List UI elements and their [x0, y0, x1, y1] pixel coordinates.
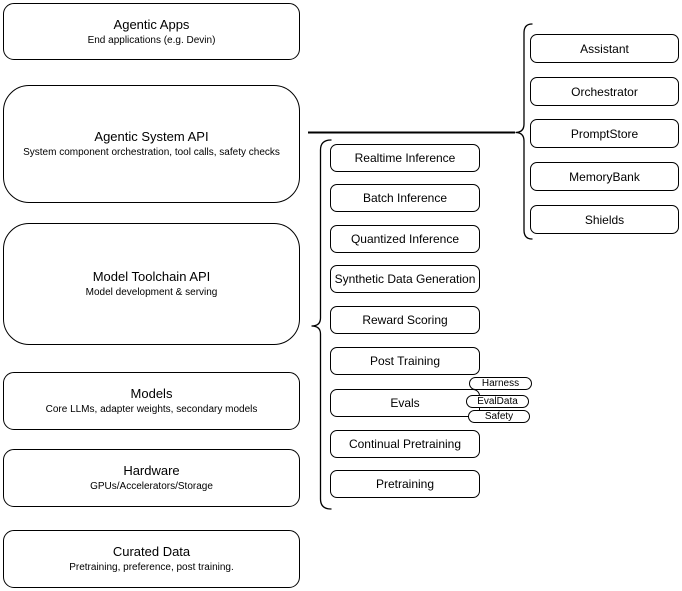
node-synthetic-data-generation: Synthetic Data Generation — [330, 265, 480, 293]
node-title: Agentic System API — [94, 129, 209, 144]
node-title: Agentic Apps — [113, 16, 190, 32]
node-title: Models — [130, 386, 173, 401]
node-label: Shields — [584, 212, 625, 227]
node-label: Reward Scoring — [362, 313, 448, 327]
node-shields: Shields — [530, 205, 679, 234]
tag-evaldata: EvalData — [466, 395, 529, 408]
tag-label: Harness — [481, 378, 520, 389]
node-model-toolchain-api: Model Toolchain API Model development & … — [3, 223, 300, 345]
node-title: Curated Data — [112, 544, 191, 559]
tag-label: EvalData — [477, 396, 518, 407]
node-label: Realtime Inference — [354, 151, 456, 165]
node-subtitle: GPUs/Accelerators/Storage — [90, 481, 213, 492]
node-continual-pretraining: Continual Pretraining — [330, 430, 480, 458]
node-agentic-apps: Agentic Apps End applications (e.g. Devi… — [3, 3, 300, 60]
node-memorybank: MemoryBank — [530, 162, 679, 191]
node-models: Models Core LLMs, adapter weights, secon… — [3, 372, 300, 430]
node-label: Pretraining — [375, 477, 435, 491]
node-label: Post Training — [369, 354, 441, 368]
node-label: MemoryBank — [569, 169, 640, 184]
node-label: PromptStore — [570, 126, 639, 141]
node-label: Synthetic Data Generation — [334, 272, 476, 286]
node-title: Model Toolchain API — [92, 269, 211, 284]
node-promptstore: PromptStore — [530, 119, 679, 148]
node-evals: Evals — [330, 389, 480, 417]
node-quantized-inference: Quantized Inference — [330, 225, 480, 253]
tag-label: Safety — [484, 411, 514, 422]
node-label: Continual Pretraining — [348, 437, 462, 451]
node-pretraining: Pretraining — [330, 470, 480, 498]
node-post-training: Post Training — [330, 347, 480, 375]
node-realtime-inference: Realtime Inference — [330, 144, 480, 172]
node-orchestrator: Orchestrator — [530, 77, 679, 106]
node-label: Evals — [390, 396, 420, 410]
node-assistant: Assistant — [530, 34, 679, 63]
node-label: Quantized Inference — [350, 232, 460, 246]
node-reward-scoring: Reward Scoring — [330, 306, 480, 334]
node-title: Hardware — [123, 463, 180, 478]
node-subtitle: Pretraining, preference, post training. — [69, 562, 234, 573]
brace-system-group — [515, 23, 533, 240]
brace-toolchain-group — [311, 139, 332, 510]
tag-harness: Harness — [469, 377, 532, 390]
node-batch-inference: Batch Inference — [330, 184, 480, 212]
node-label: Assistant — [580, 41, 629, 56]
node-subtitle: System component orchestration, tool cal… — [23, 147, 280, 158]
node-subtitle: End applications (e.g. Devin) — [87, 34, 216, 46]
node-label: Orchestrator — [571, 84, 638, 99]
node-curated-data: Curated Data Pretraining, preference, po… — [3, 530, 300, 588]
node-hardware: Hardware GPUs/Accelerators/Storage — [3, 449, 300, 507]
node-agentic-system-api: Agentic System API System component orch… — [3, 85, 300, 203]
tag-safety: Safety — [468, 410, 530, 423]
node-label: Batch Inference — [362, 191, 448, 205]
node-subtitle: Core LLMs, adapter weights, secondary mo… — [45, 404, 258, 415]
node-subtitle: Model development & serving — [85, 287, 218, 298]
